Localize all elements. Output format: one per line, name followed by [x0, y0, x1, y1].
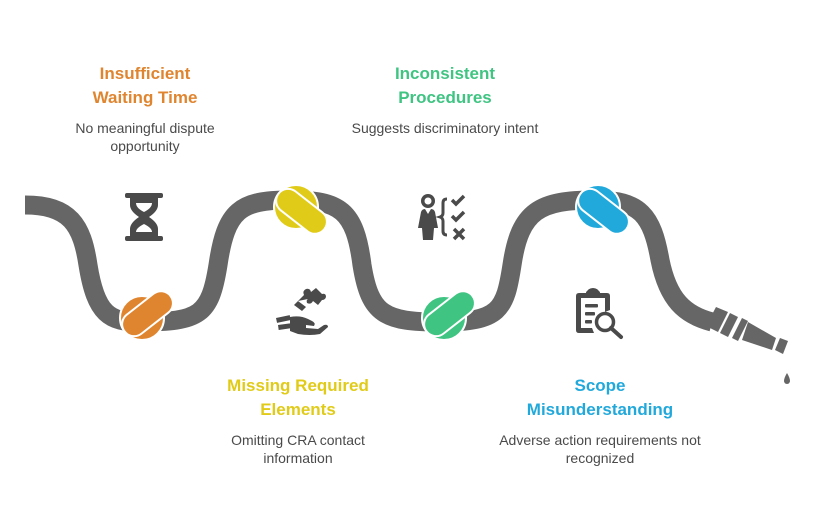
knot-band — [275, 187, 328, 235]
item-title-line: Elements — [260, 400, 336, 419]
item-title: Missing Required Elements — [198, 374, 398, 422]
item-title: Insufficient Waiting Time — [45, 62, 245, 110]
item-title-line: Misunderstanding — [526, 400, 674, 419]
person-checklist-icon — [418, 194, 466, 241]
knot-blue — [575, 184, 630, 235]
item-title-line: Scope — [574, 376, 626, 395]
item-missing-required-elements: Missing Required Elements Omitting CRA c… — [198, 374, 398, 467]
hand-puzzle-icon — [275, 288, 328, 335]
item-title: Inconsistent Procedures — [340, 62, 550, 110]
item-title-line: Waiting Time — [92, 88, 198, 107]
item-title-line: Insufficient — [99, 64, 191, 83]
item-description: Adverse action requirements not recogniz… — [499, 432, 701, 466]
item-title: Scope Misunderstanding — [490, 374, 710, 422]
knot-band — [423, 290, 476, 338]
item-inconsistent-procedures: Inconsistent Procedures Suggests discrim… — [340, 62, 550, 137]
item-scope-misunderstanding: Scope Misunderstanding Adverse action re… — [490, 374, 710, 467]
clipboard-search-icon — [576, 288, 623, 339]
hourglass-icon — [125, 193, 163, 241]
knot-orange — [119, 290, 174, 341]
knot-band — [121, 290, 174, 338]
item-description: Omitting CRA contact information — [231, 432, 365, 466]
knot-yellow — [273, 184, 328, 235]
item-title-line: Procedures — [398, 88, 492, 107]
item-title-line: Inconsistent — [394, 64, 496, 83]
hose-nozzle — [706, 307, 790, 384]
item-description: No meaningful dispute opportunity — [75, 120, 215, 154]
item-insufficient-waiting-time: Insufficient Waiting Time No meaningful … — [45, 62, 245, 155]
item-title-line: Missing Required — [227, 376, 369, 395]
knot-green — [421, 290, 476, 341]
item-description: Suggests discriminatory intent — [351, 120, 539, 136]
knot-band — [577, 187, 630, 235]
